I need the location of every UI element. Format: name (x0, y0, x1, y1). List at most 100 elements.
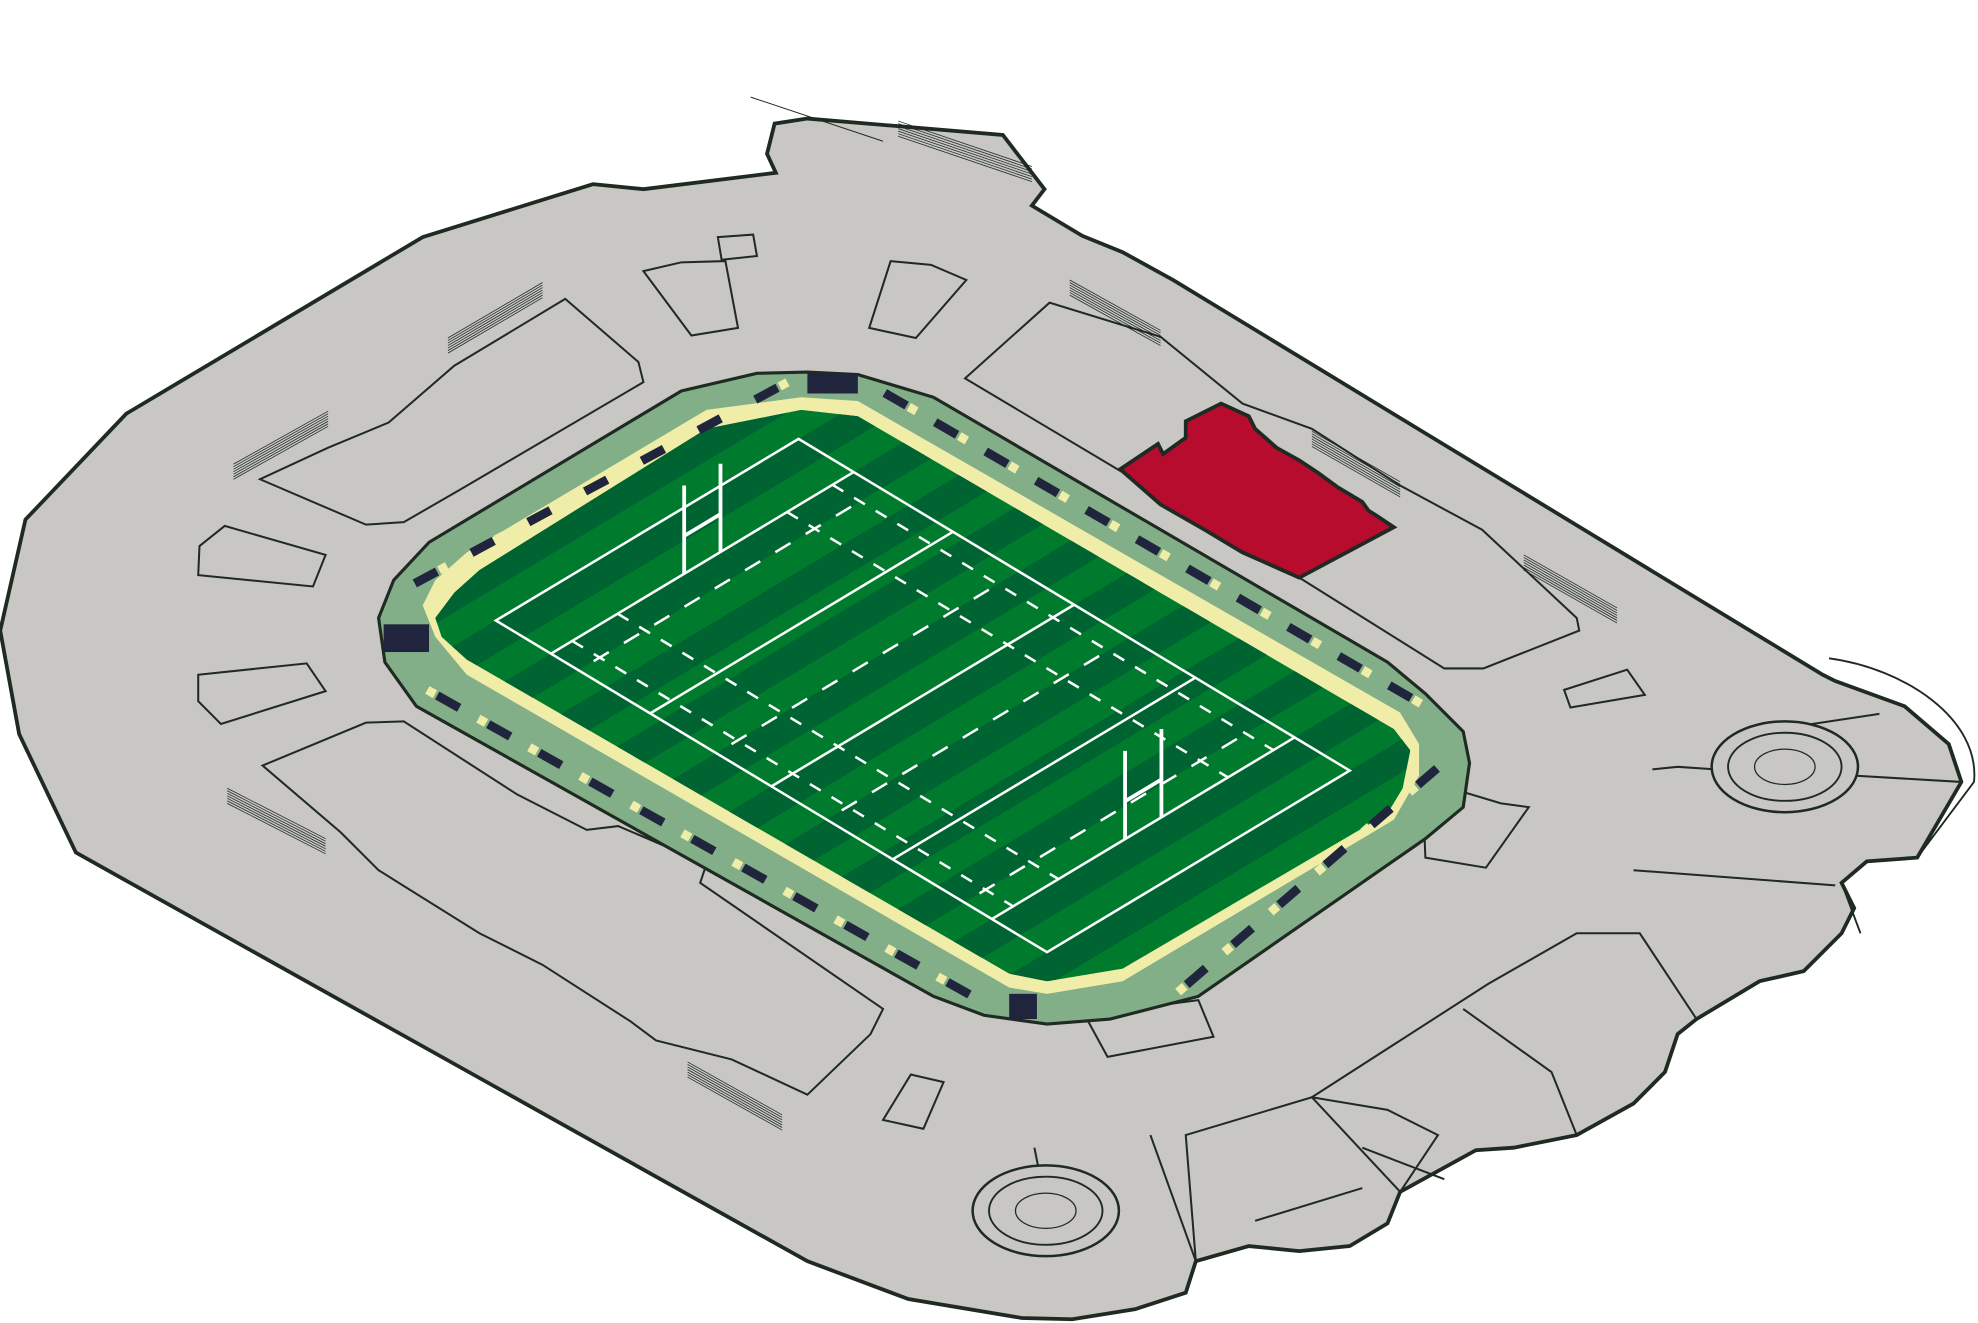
stair-2 (1069, 282, 1161, 334)
stair-7 (898, 135, 1033, 182)
grass-stripe (515, 450, 1028, 758)
advert-board (469, 536, 496, 557)
advert-board-light (629, 800, 642, 813)
advert-board (741, 863, 768, 884)
advert-board (1134, 535, 1162, 556)
annex-outline (1828, 657, 1976, 934)
touch-dashed-line (616, 612, 1060, 881)
tower-1 (1710, 720, 1860, 814)
wall-3 (1652, 765, 1716, 771)
stair-6 (687, 1066, 783, 1121)
stair-5 (227, 803, 326, 855)
advert-board (486, 720, 513, 741)
pitch-markings (493, 437, 1353, 954)
22m-line (649, 530, 954, 715)
grass-stripe (435, 409, 917, 692)
advert-board (1230, 924, 1255, 949)
stair-3 (1311, 443, 1401, 495)
advert-board (894, 949, 921, 970)
advert-board (696, 414, 723, 435)
scoreboard (1009, 993, 1037, 1020)
tower-0 (971, 1164, 1121, 1258)
advert-board-light (1267, 903, 1281, 916)
dashed-line (841, 645, 1115, 812)
stair-6 (687, 1074, 783, 1128)
advert-board-light (1406, 783, 1419, 796)
stair-4 (1523, 562, 1618, 616)
stair-6 (687, 1064, 783, 1118)
advert-board-light (1209, 578, 1222, 591)
highlighted-section[interactable] (1117, 401, 1398, 580)
stair-7 (898, 120, 1033, 167)
stair-2 (1069, 279, 1161, 331)
stair-4 (1523, 557, 1618, 611)
stair-5 (227, 792, 326, 845)
advert-board (1084, 506, 1111, 527)
advert-board-light (1057, 490, 1070, 503)
advert-board (435, 691, 462, 712)
advert-board (1336, 652, 1363, 673)
advert-board-light (476, 714, 489, 727)
goal-post-crossbar (683, 512, 722, 538)
advert-board-light (884, 944, 897, 957)
grass-stripe (570, 483, 1083, 792)
stair-2 (1069, 292, 1161, 344)
advert-board (932, 418, 960, 439)
stair-1 (233, 418, 329, 473)
advert-board-light (437, 562, 450, 575)
stair-2 (1069, 287, 1161, 339)
advert-board-light (1259, 607, 1272, 620)
advert-board (753, 383, 780, 404)
tower-ring-0 (988, 1175, 1104, 1246)
advert-board-light (777, 378, 790, 391)
ramp-towers (971, 720, 1860, 1258)
wall-1 (1149, 1134, 1197, 1262)
stair-1 (233, 425, 329, 480)
grass-stripe (956, 716, 1411, 982)
stair-3 (1311, 433, 1401, 485)
building-12 (1184, 1096, 1440, 1263)
advert-board (639, 806, 666, 827)
building-1 (641, 260, 740, 337)
advert-board (1368, 805, 1394, 829)
tower-core-0 (1014, 1192, 1077, 1230)
wall-8 (1361, 1146, 1445, 1181)
grass-stripe (845, 649, 1358, 957)
grass-stripe (735, 583, 1248, 891)
advert-board (639, 445, 667, 465)
stair-6 (687, 1071, 783, 1126)
stair-6 (687, 1069, 783, 1123)
advert-board (412, 567, 440, 588)
touch-dashed-line (786, 510, 1229, 779)
halfway-line (770, 603, 1075, 788)
advert-board-light (493, 531, 506, 544)
advert-board (1276, 884, 1302, 909)
advert-board-light (1310, 636, 1323, 650)
stair-2 (1069, 294, 1161, 346)
stair-5 (227, 795, 326, 847)
stair-1 (233, 410, 329, 465)
stair-2 (1069, 284, 1161, 336)
advert-board-light (425, 686, 438, 699)
advert-board (843, 920, 870, 942)
advert-board-light (833, 915, 846, 928)
advert-board-light (906, 403, 919, 416)
scoreboard (807, 373, 858, 394)
stair-4 (1523, 567, 1618, 621)
advert-board-light (731, 858, 744, 871)
advert-board (582, 475, 610, 496)
stair-5 (227, 790, 326, 842)
goal-posts (682, 463, 1164, 840)
pitch-boundary (493, 437, 1353, 954)
wall-2 (1254, 1187, 1363, 1222)
advert-board-light (1007, 461, 1020, 474)
try-line (991, 736, 1296, 921)
advert-board (1387, 681, 1414, 702)
advert-board-light (720, 409, 733, 422)
advert-board (983, 447, 1010, 468)
stair-0 (447, 282, 543, 339)
building-4 (963, 301, 1581, 670)
advert-board (945, 978, 972, 999)
advertising-boards (383, 373, 1440, 1020)
building-3 (867, 259, 968, 340)
